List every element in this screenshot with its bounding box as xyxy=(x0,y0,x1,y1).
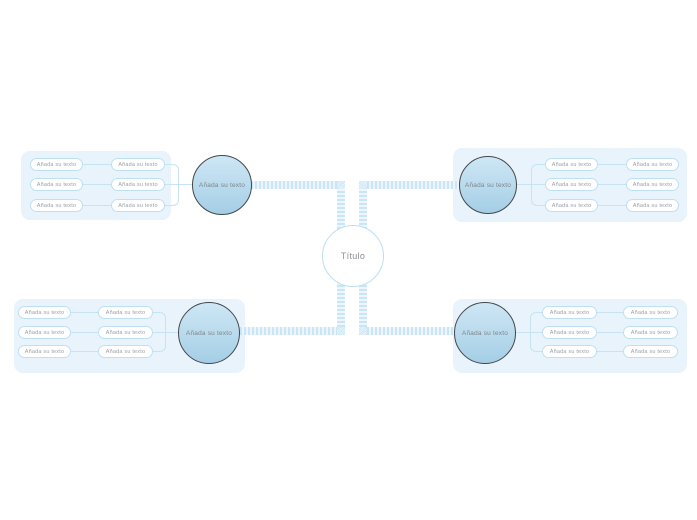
connector-line xyxy=(83,184,111,185)
subtopic-pill[interactable]: Añada su texto xyxy=(626,158,679,171)
connector-line xyxy=(598,205,626,206)
subtopic-pill[interactable]: Añada su texto xyxy=(545,158,598,171)
subtopic-pill[interactable]: Añada su texto xyxy=(30,158,83,171)
connector-corner-bottom-left xyxy=(337,327,345,335)
subtopic-pill[interactable]: Añada su texto xyxy=(111,158,165,171)
connector-line xyxy=(83,164,111,165)
connector-elbow xyxy=(530,332,542,352)
connector-elbow xyxy=(153,332,166,352)
connector-line xyxy=(83,205,111,206)
central-topic-node[interactable]: Título xyxy=(322,225,384,287)
connector-line xyxy=(597,332,623,333)
connector-elbow xyxy=(153,312,166,333)
subtopic-pill[interactable]: Añada su texto xyxy=(623,326,678,339)
subtopic-pill[interactable]: Añada su texto xyxy=(30,199,83,212)
subtopic-pill[interactable]: Añada su texto xyxy=(98,306,153,319)
connector-ribbon-bottom-right-vertical xyxy=(359,269,367,327)
subtopic-pill[interactable]: Añada su texto xyxy=(542,306,597,319)
subtopic-pill[interactable]: Añada su texto xyxy=(623,345,678,358)
subtopic-pill[interactable]: Añada su texto xyxy=(542,345,597,358)
connector-line xyxy=(597,312,623,313)
subtopic-pill[interactable]: Añada su texto xyxy=(626,178,679,191)
connector-line xyxy=(598,184,626,185)
connector-ribbon-bottom-left-horizontal xyxy=(236,327,337,335)
connector-line xyxy=(153,332,180,333)
subtopic-pill[interactable]: Añada su texto xyxy=(18,326,71,339)
connector-corner-top-right xyxy=(359,181,367,189)
connector-ribbon-top-right-horizontal xyxy=(367,181,462,189)
connector-elbow xyxy=(530,312,542,333)
connector-elbow xyxy=(531,164,545,185)
connector-line xyxy=(71,312,98,313)
connector-line xyxy=(597,351,623,352)
branch-node-top-right[interactable]: Añada su texto xyxy=(459,156,517,214)
subtopic-pill[interactable]: Añada su texto xyxy=(18,345,71,358)
connector-elbow xyxy=(165,184,179,206)
connector-ribbon-top-left-vertical xyxy=(337,189,345,241)
subtopic-pill[interactable]: Añada su texto xyxy=(30,178,83,191)
connector-line xyxy=(165,184,194,185)
connector-line xyxy=(71,332,98,333)
connector-elbow xyxy=(165,164,179,185)
connector-ribbon-bottom-left-vertical xyxy=(337,269,345,327)
subtopic-pill[interactable]: Añada su texto xyxy=(626,199,679,212)
subtopic-pill[interactable]: Añada su texto xyxy=(18,306,71,319)
connector-line xyxy=(71,351,98,352)
subtopic-pill[interactable]: Añada su texto xyxy=(98,326,153,339)
connector-elbow xyxy=(531,184,545,206)
connector-corner-top-left xyxy=(337,181,345,189)
branch-node-bottom-left[interactable]: Añada su texto xyxy=(178,302,240,364)
subtopic-pill[interactable]: Añada su texto xyxy=(623,306,678,319)
connector-ribbon-bottom-right-horizontal xyxy=(367,327,457,335)
connector-corner-bottom-right xyxy=(359,327,367,335)
subtopic-pill[interactable]: Añada su texto xyxy=(111,178,165,191)
subtopic-pill[interactable]: Añada su texto xyxy=(545,178,598,191)
branch-node-bottom-right[interactable]: Añada su texto xyxy=(454,302,516,364)
connector-line xyxy=(516,332,542,333)
connector-ribbon-top-right-vertical xyxy=(359,189,367,241)
subtopic-pill[interactable]: Añada su texto xyxy=(542,326,597,339)
subtopic-pill[interactable]: Añada su texto xyxy=(545,199,598,212)
subtopic-pill[interactable]: Añada su texto xyxy=(111,199,165,212)
subtopic-pill[interactable]: Añada su texto xyxy=(98,345,153,358)
branch-node-top-left[interactable]: Añada su texto xyxy=(192,155,252,215)
connector-line xyxy=(598,164,626,165)
connector-ribbon-top-left-horizontal xyxy=(247,181,337,189)
